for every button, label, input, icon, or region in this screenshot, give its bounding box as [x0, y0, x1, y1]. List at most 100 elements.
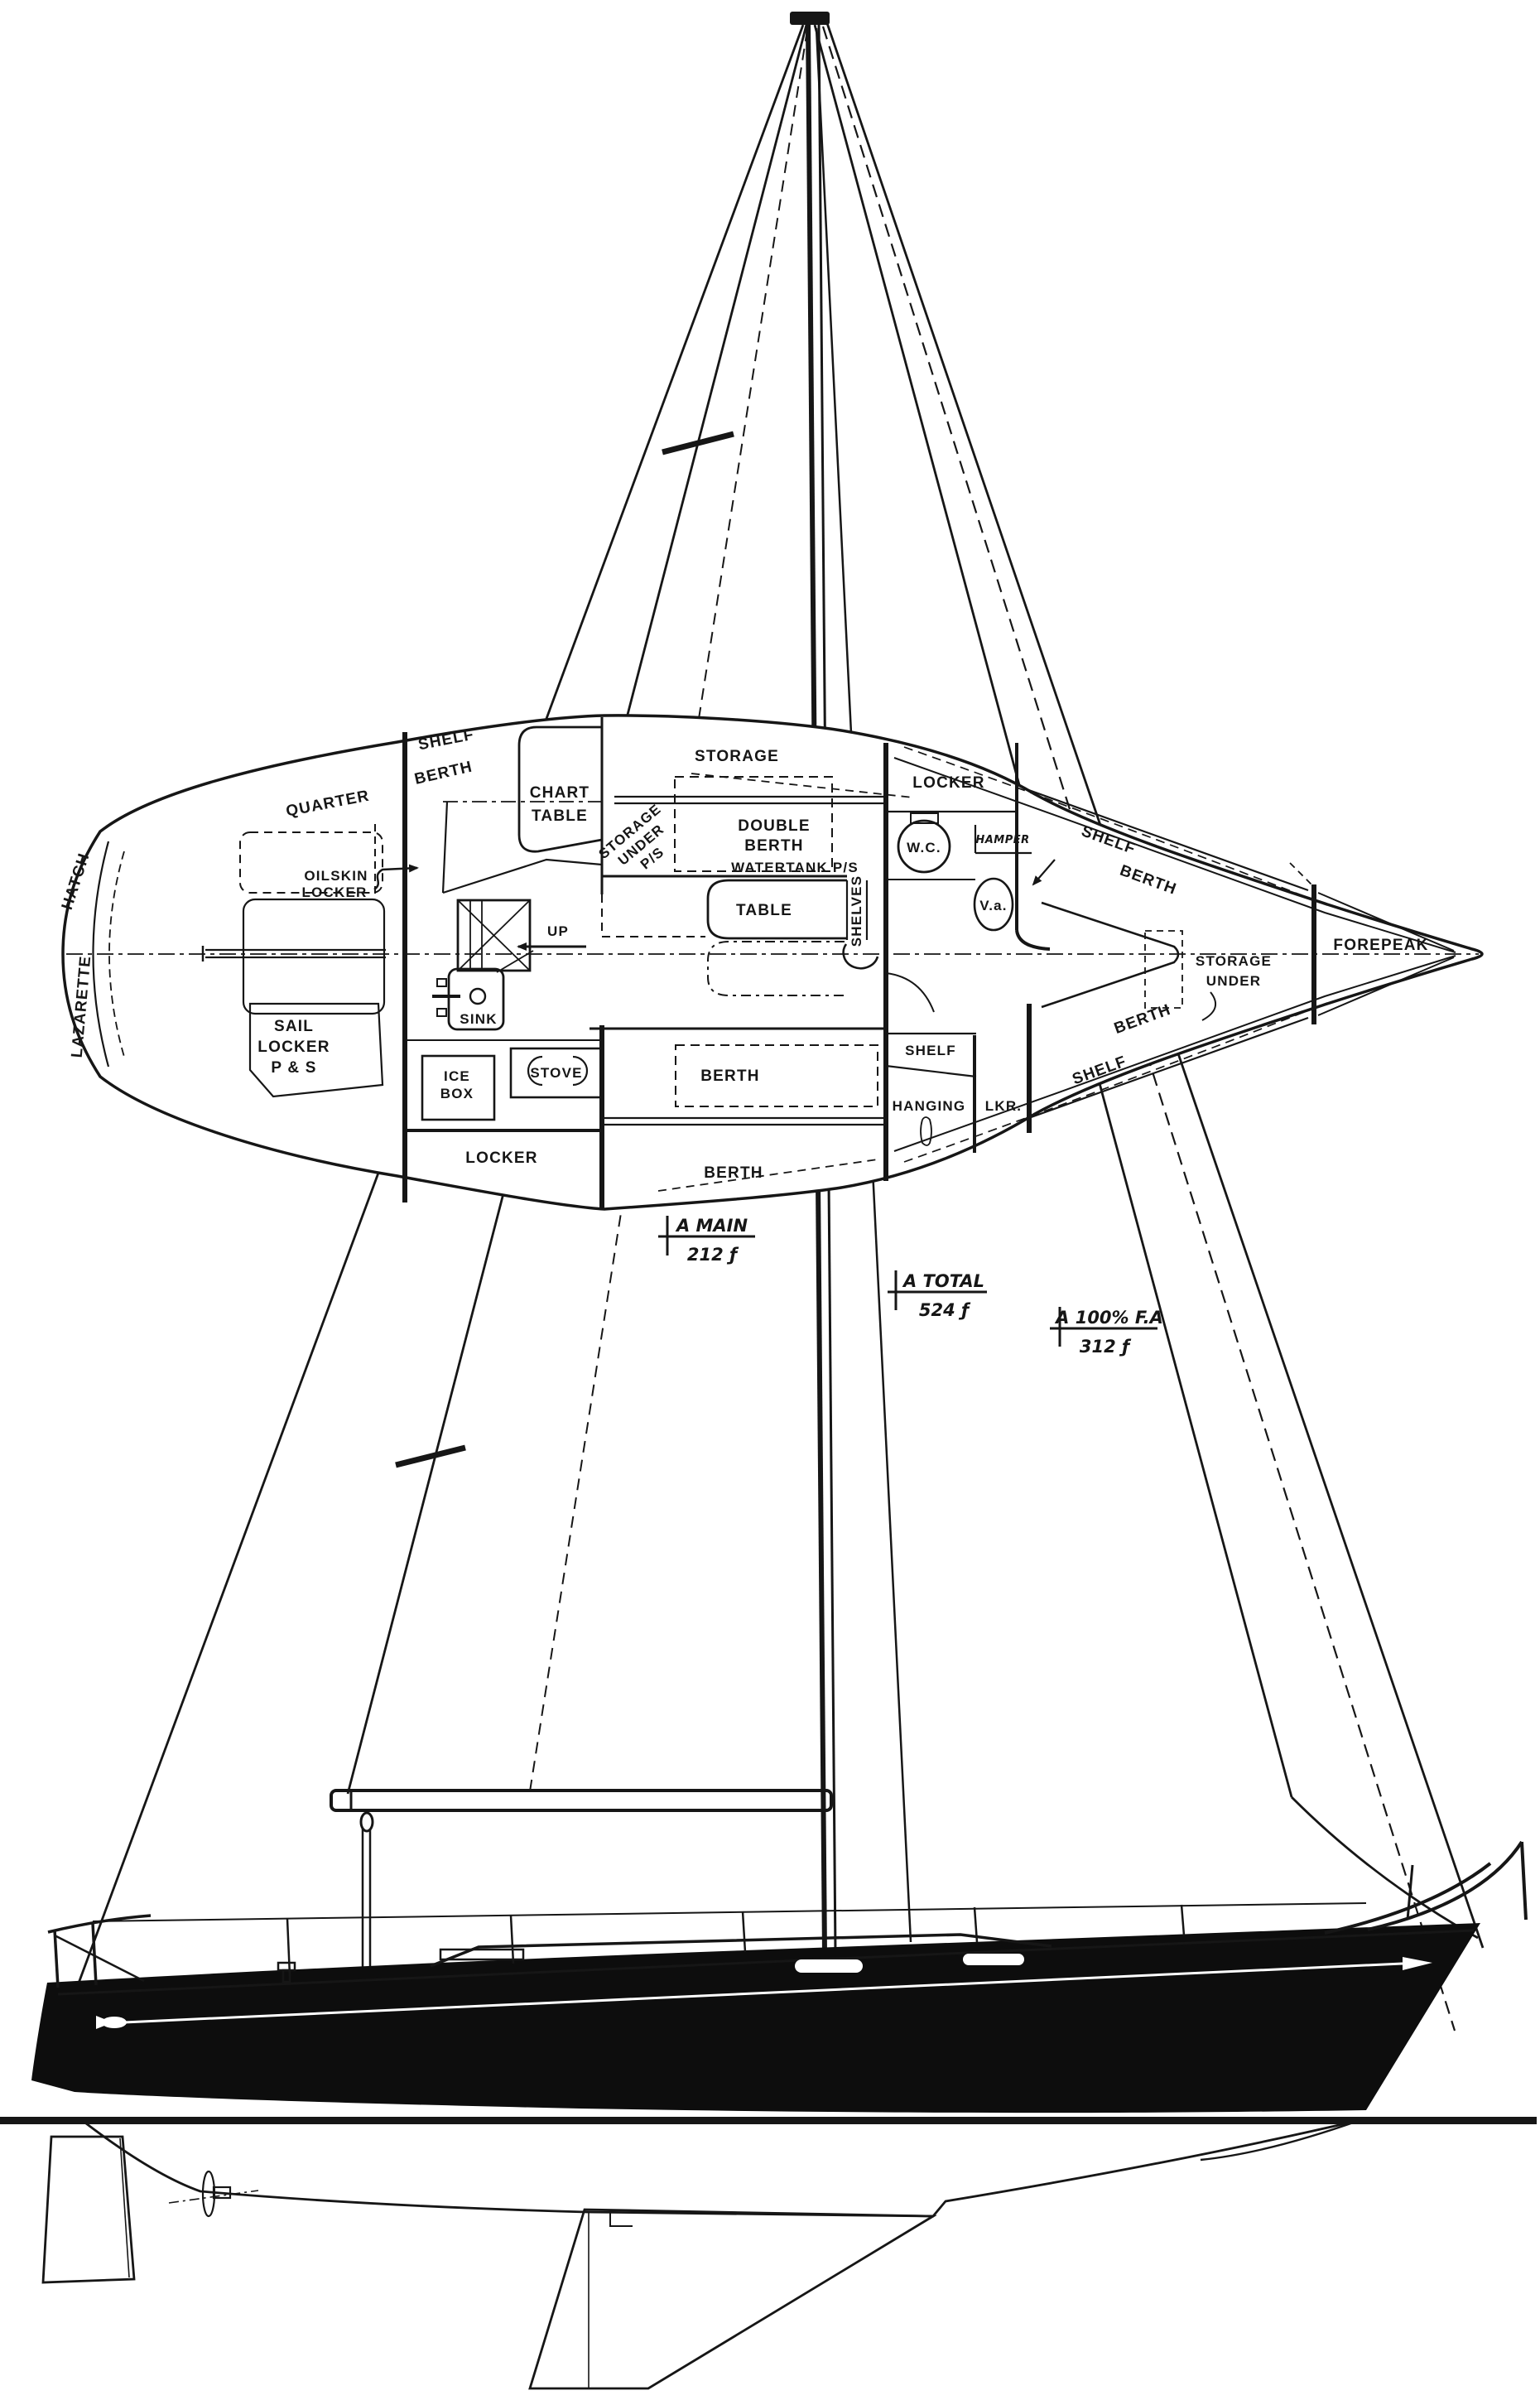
annotation-a-main: A MAIN 212 ƒ [658, 1216, 755, 1265]
quarter-berth-dashed [239, 831, 383, 894]
a-main-value: 212 ƒ [687, 1245, 739, 1265]
accommodation-plan [61, 714, 1484, 1211]
inner-deck-line-stbd [893, 757, 1456, 953]
rudder [41, 2135, 136, 2284]
hanger-hook-icon [920, 1116, 932, 1146]
table-outline [706, 879, 847, 940]
label-va: V.a. [979, 898, 1007, 913]
hull-side-dashed [657, 1159, 878, 1192]
a-100-fa-name: A 100% F.A [1054, 1308, 1163, 1328]
label-locker-aft: LOCKER [465, 1149, 537, 1167]
double-berth-dashed [674, 776, 833, 872]
sail-area-annotations: A MAIN 212 ƒ A TOTAL 524 ƒ A 100% F.A 31… [658, 1216, 1163, 1357]
spreader-lower [395, 1444, 466, 1468]
spreader-upper [662, 431, 734, 455]
companionway-hatch [439, 1948, 525, 1961]
cabin-window-fwd [963, 1954, 1024, 1965]
label-double: DOUBLE [738, 817, 810, 835]
fwd-dashed-tick [1289, 862, 1316, 889]
v-berth-insert [1041, 901, 1180, 1009]
propeller [168, 2170, 259, 2218]
forefoot-curve [1200, 2118, 1361, 2162]
vanity-basin [973, 877, 1014, 932]
cove-stripe [123, 1962, 1403, 2024]
stove-burner-right [572, 1055, 589, 1087]
label-oilskin-1: OILSKIN [304, 868, 368, 884]
hamper-box [974, 825, 1032, 855]
label-sink: SINK [460, 1011, 497, 1027]
table-leaf-dashed [707, 941, 845, 996]
main-leech-dashed [529, 29, 808, 1792]
label-sail: SAIL [274, 1018, 314, 1035]
label-storage-under: STORAGE [1196, 953, 1272, 969]
door-swing-arc [885, 972, 935, 1013]
bow-pulpit-rail [1324, 1840, 1528, 1935]
label-forepeak: FOREPEAK [1333, 937, 1428, 954]
label-locker-wc: LOCKER [912, 774, 984, 792]
label-watertank: WATERTANK P/S [731, 860, 859, 875]
label-hanging-lkr: LKR. [985, 1098, 1022, 1114]
storage-under-dashed [1144, 930, 1183, 1009]
companionway-steps [456, 899, 532, 972]
label-stove: STOVE [530, 1065, 582, 1081]
settee-dashed-edge [601, 880, 705, 937]
label-table: TABLE [736, 902, 792, 919]
inner-deck-line-port [893, 955, 1456, 1152]
quarter-berth-solid [441, 801, 603, 894]
label-up: UP [547, 923, 569, 939]
chart-table-outline [517, 725, 603, 853]
label-ice: ICE [444, 1068, 470, 1084]
a-total-name: A TOTAL [902, 1271, 984, 1291]
sink-unit [447, 967, 505, 1031]
label-hamper: HAMPER [975, 834, 1029, 846]
a-main-name: A MAIN [675, 1216, 748, 1236]
label-oilskin-2: LOCKER [302, 884, 368, 900]
stove-outline [509, 1047, 604, 1099]
label-sail-locker: LOCKER [257, 1039, 330, 1056]
sail-locker-outline [248, 1002, 384, 1098]
forepeak-area [1317, 892, 1455, 1016]
waterline-ground [0, 2117, 1537, 2124]
v-berth-cabin [1023, 787, 1316, 1121]
annotation-a-100-fa: A 100% F.A 312 ƒ [1050, 1307, 1163, 1357]
ice-box-outline [421, 1054, 496, 1121]
builder-fish-logo [96, 2016, 127, 2029]
label-storage-under-2: UNDER [1206, 973, 1261, 989]
berth-dashed-outline [675, 1044, 878, 1107]
head-compartment [885, 810, 1056, 1013]
label-chart: CHART [530, 784, 590, 802]
lazarette-inner-arc [92, 841, 110, 1068]
saloon [590, 773, 914, 1192]
label-sail-ps: P & S [271, 1059, 316, 1077]
storage-under-leader [1201, 991, 1217, 1021]
sink-drain [469, 987, 487, 1005]
underwater-hull-line [82, 2118, 1361, 2218]
lifeline [92, 1902, 1367, 1922]
hull-topsides [31, 1923, 1480, 2113]
cabin-trunk [430, 1933, 1052, 1968]
shelf-dashed-port [903, 1002, 1328, 1163]
label-hanging: HANGING [893, 1098, 966, 1114]
label-chart-table: TABLE [532, 807, 588, 825]
label-shelf-small: SHELF [905, 1043, 956, 1058]
label-box: BOX [440, 1086, 474, 1101]
a-total-value: 524 ƒ [919, 1300, 971, 1320]
hull-plan-outline [61, 714, 1484, 1211]
label-berth-lower: BERTH [704, 1164, 763, 1182]
hull-profile [0, 1840, 1537, 2390]
door-swing-arrow [1032, 859, 1056, 886]
cockpit [201, 898, 386, 1015]
galley-door-line [496, 950, 534, 973]
annotation-a-total: A TOTAL 524 ƒ [888, 1270, 987, 1320]
label-berth-settee: BERTH [700, 1068, 759, 1085]
label-wc: W.C. [907, 840, 941, 855]
shelf-dashed-stbd [903, 746, 1328, 906]
wc-bowl [897, 819, 951, 874]
label-double-berth: BERTH [744, 837, 803, 855]
cove-stripe-arrowhead [1403, 1957, 1432, 1970]
oilskin-leader [373, 824, 419, 899]
jib-luff-dashed [821, 26, 1456, 2031]
stove-burner-left [527, 1055, 543, 1087]
boom [330, 1789, 833, 1812]
